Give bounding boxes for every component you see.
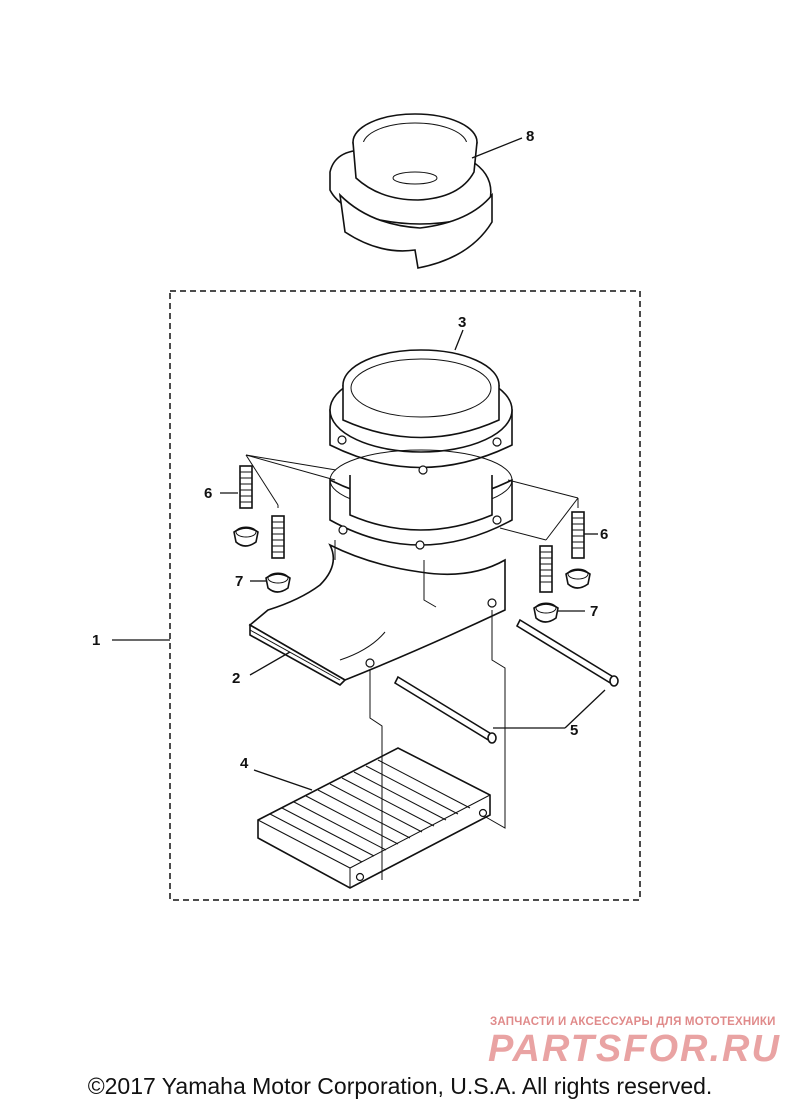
callout-3: 3 — [458, 314, 466, 331]
part-5-pins — [393, 618, 619, 744]
callout-6-right: 6 — [600, 526, 608, 543]
callout-5: 5 — [570, 722, 578, 739]
callout-2: 2 — [232, 670, 240, 687]
callout-1: 1 — [92, 632, 100, 649]
watermark-logo: PARTSFOR.RU — [488, 1028, 781, 1070]
callout-8: 8 — [526, 128, 534, 145]
part-7-nuts — [233, 526, 591, 623]
assembly-box — [169, 290, 641, 901]
part-3-duct — [329, 349, 513, 550]
stud-leader-lines — [245, 454, 579, 541]
part-6-studs — [239, 465, 585, 593]
callout-6-left: 6 — [204, 485, 212, 502]
part-4-grate — [257, 747, 491, 889]
part-8-liner — [329, 113, 493, 269]
copyright-notice: ©2017 Yamaha Motor Corporation, U.S.A. A… — [87, 1073, 713, 1099]
callout-4: 4 — [240, 755, 249, 772]
callout-7-left: 7 — [235, 573, 243, 590]
callout-7-right: 7 — [590, 603, 598, 620]
watermark-tagline: ЗАПЧАСТИ И АКСЕССУАРЫ ДЛЯ МОТОТЕХНИКИ — [490, 1016, 776, 1028]
alignment-lines — [334, 540, 506, 880]
part-2-intake-housing — [248, 543, 506, 686]
callout-leaders — [112, 137, 606, 791]
